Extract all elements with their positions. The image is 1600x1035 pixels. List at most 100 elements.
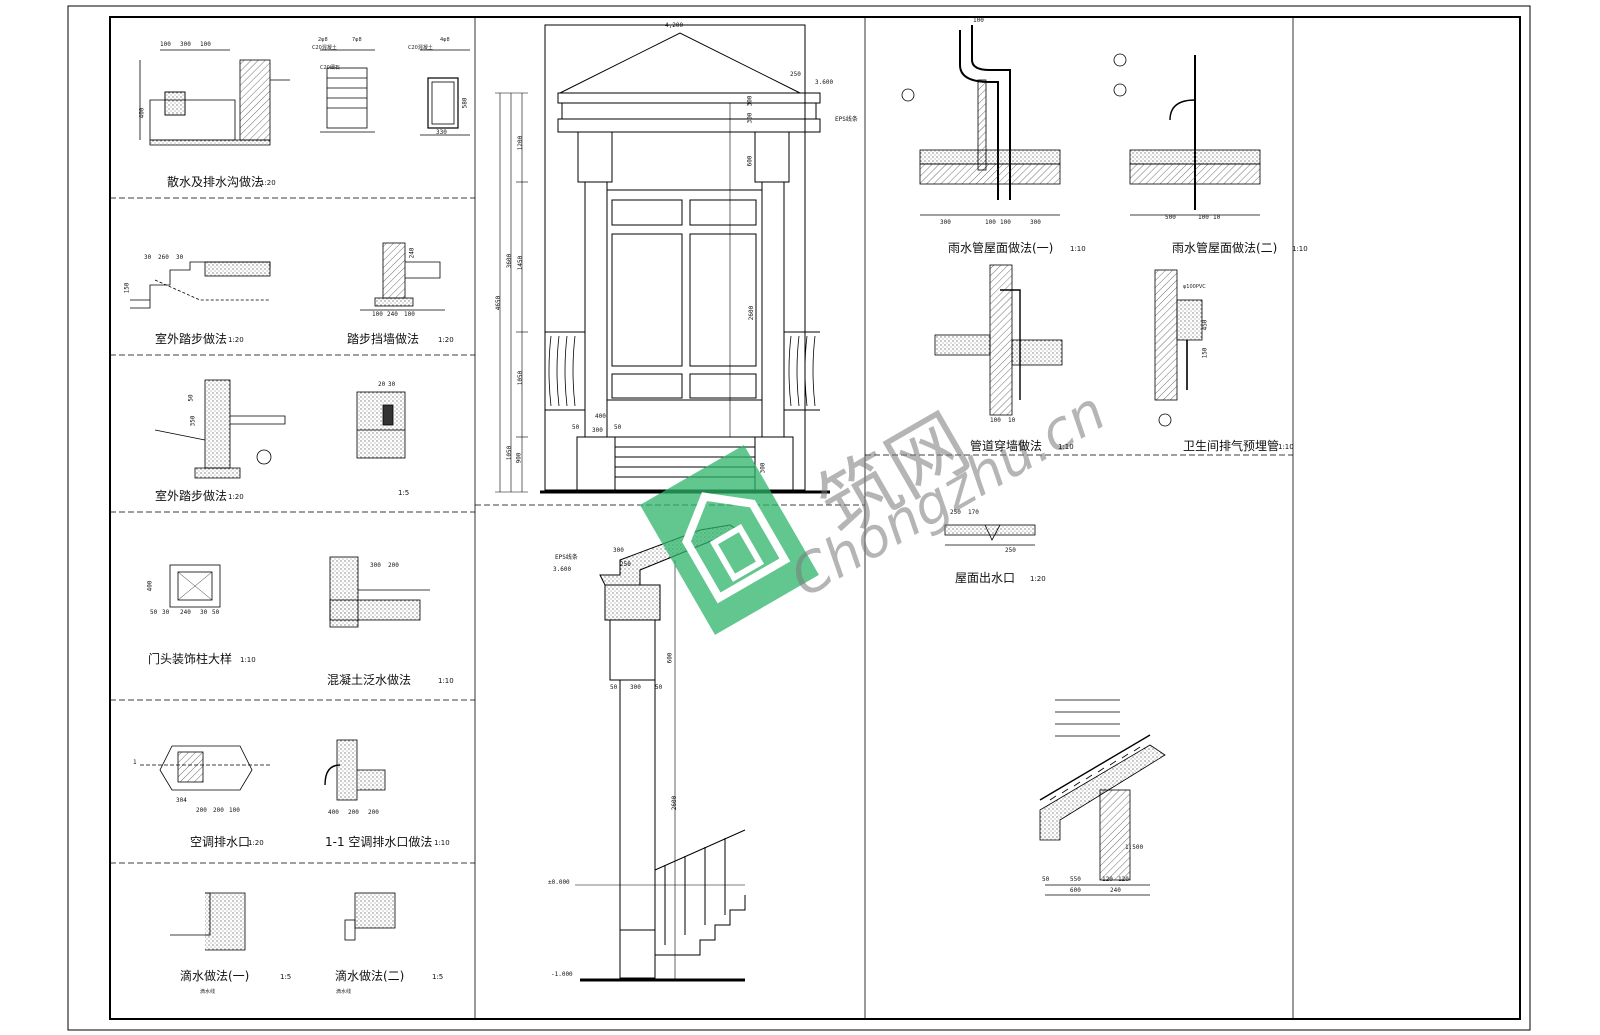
title-steps-a: 室外踏步做法 (155, 332, 228, 346)
d4-dim-c: 30 (176, 254, 184, 261)
scale-ac-drain-section: 1:10 (434, 839, 450, 847)
d8-dim-30a: 30 (162, 609, 170, 616)
scale-downpipe-b: 1:10 (1292, 245, 1308, 253)
section-elev-000: ±0.000 (548, 879, 570, 886)
elevation-dim-b300: 300 (592, 427, 603, 434)
d8-dim-30b: 30 (200, 609, 208, 616)
elevation-dim-1200: 1200 (517, 135, 525, 151)
title-concrete-flashing: 混凝土泛水做法 (327, 673, 412, 687)
title-downpipe-b: 雨水管屋面做法(二) (1172, 241, 1278, 255)
elevation-dim-1050b: 1050 (506, 445, 514, 461)
section-top-dim-300: 300 (613, 547, 624, 554)
d3-label-a: C20混凝土 (408, 45, 433, 51)
d1-dim-c: 100 (200, 41, 211, 48)
elevation-dim-1450: 1450 (517, 255, 525, 271)
detail-ac-drain-section (324, 739, 386, 801)
r6-dim-550: 550 (1070, 876, 1081, 883)
section-bot-dim-300: 300 (630, 684, 641, 691)
r2-dim-10: 10 (1213, 214, 1221, 221)
detail-roof-downpipe-b (1113, 53, 1261, 216)
detail-column-plan (169, 564, 221, 608)
d2-label-a: C20混凝土 (312, 45, 337, 51)
r2-dim-100: 100 (1198, 214, 1209, 221)
d10-dim-200b: 200 (213, 807, 224, 814)
d5-dim-a: 100 (372, 311, 383, 318)
elevation-dim-1050: 1050 (517, 370, 525, 386)
d1-dim-b: 300 (180, 41, 191, 48)
r5-dim-250a: 250 (950, 509, 961, 516)
elevation-top-width: 4,200 (665, 22, 684, 29)
r2-dim-500: 500 (1165, 214, 1176, 221)
r4-dim-pvc: φ100PVC (1183, 284, 1206, 290)
r6-dim-240: 240 (1110, 887, 1121, 894)
title-drip-a: 滴水做法(一) (180, 969, 250, 983)
d11-dim-200a: 200 (348, 809, 359, 816)
d9-dim-b: 200 (388, 562, 399, 569)
d10-dim-100: 100 (229, 807, 240, 814)
detail-eave-section (1039, 699, 1166, 896)
d12-note: 滴水线 (200, 989, 216, 995)
section-eps-label: EPS线条 (555, 554, 578, 561)
d2-label-d: 7φ8 (352, 37, 362, 43)
section-bot-dim-50a: 50 (610, 684, 618, 691)
d3-dim-330: 330 (436, 129, 447, 136)
r6-dim-120a: 120 (1102, 876, 1113, 883)
scale-concrete-flashing: 1:10 (438, 677, 454, 685)
scale-drip-b: 1:5 (432, 973, 444, 981)
detail-exterior-steps-b (154, 379, 286, 479)
section-height-600: 600 (666, 652, 674, 664)
d2-label-b: C20细石 (320, 65, 340, 71)
elevation-dim-b400: 400 (595, 413, 606, 420)
r1-dim-100c: 100 (973, 17, 984, 24)
d8-dim-50a: 50 (150, 609, 158, 616)
detail-step-retaining-wall (360, 242, 445, 311)
d5-dim-b: 240 (387, 311, 398, 318)
scale-drainage-ditch: 1:20 (260, 179, 276, 187)
detail-concrete-flashing (329, 556, 430, 628)
d5-dim-d: 240 (408, 247, 416, 259)
elevation-dimension-lines (495, 24, 805, 493)
title-roof-outlet: 屋面出水口 (955, 571, 1016, 585)
title-step-retaining-wall: 踏步挡墙做法 (347, 332, 420, 346)
detail-drainage-ditch (139, 49, 290, 146)
elevation-dim-300b: 300 (746, 112, 754, 124)
title-drip-b: 滴水做法(二) (335, 969, 405, 983)
detail-edge-1-5 (356, 391, 406, 459)
title-downpipe-a: 雨水管屋面做法(一) (948, 241, 1054, 255)
d3-dim-580: 580 (461, 97, 469, 109)
elevation-dim-2600: 2600 (748, 305, 756, 321)
d8-dim-50b: 50 (212, 609, 220, 616)
d13-note: 滴水线 (336, 989, 352, 995)
d3-label-b: 4φ8 (440, 37, 450, 43)
d4-dim-d: 150 (123, 282, 131, 294)
sheet-border (67, 5, 1531, 1031)
r4-dim-150: 150 (1201, 347, 1209, 359)
r1-dim-100b: 100 (1000, 219, 1011, 226)
r1-dim-300b: 300 (1030, 219, 1041, 226)
scale-roof-outlet: 1:20 (1030, 575, 1046, 583)
elevation-dim-4650: 4650 (495, 295, 503, 311)
r5-dim-250b: 250 (1005, 547, 1016, 554)
elevation-dim-600: 600 (746, 155, 754, 167)
title-steps-b: 室外踏步做法 (155, 489, 228, 503)
r4-dim-450: 450 (1201, 319, 1209, 331)
d1-dim-d: 400 (138, 107, 146, 119)
panel-grid (110, 17, 1294, 1019)
d6-dim-a: 50 (187, 394, 195, 402)
detail-bathroom-vent-pipe (1154, 269, 1203, 427)
title-column-plan: 门头装饰柱大样 (148, 652, 233, 666)
title-bathroom-vent: 卫生间排气预埋管 (1183, 439, 1280, 453)
scale-edge-1-5: 1:5 (398, 489, 410, 497)
scale-column-plan: 1:10 (240, 656, 256, 664)
d2-label-c: 2φ8 (318, 37, 328, 43)
d6-dim-b: 350 (189, 415, 197, 427)
d4-dim-b: 260 (158, 254, 169, 261)
section-height-2600: 2600 (671, 795, 679, 811)
title-drainage-ditch: 散水及排水沟做法 (167, 175, 264, 189)
elevation-balusters (548, 335, 816, 407)
r1-dim-100a: 100 (985, 219, 996, 226)
d7-dim-b: 30 (388, 381, 396, 388)
r6-dim-50: 50 (1042, 876, 1050, 883)
d10-dim-1: 1 (133, 759, 137, 766)
